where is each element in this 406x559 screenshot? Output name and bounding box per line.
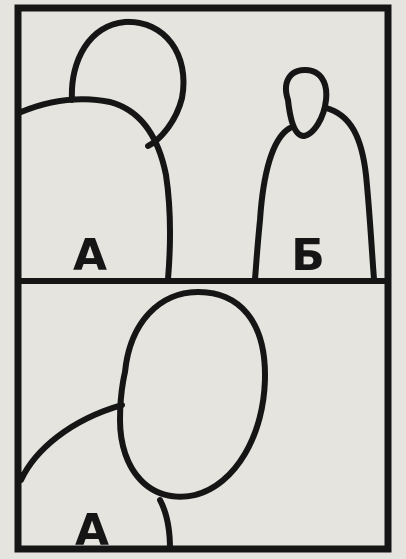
bottom-figure-a-body (21, 405, 122, 480)
bottom-panel: А (21, 292, 265, 556)
top-panel: А Б (21, 22, 374, 281)
bottom-figure-a-body-lower (160, 500, 170, 549)
top-figure-b-body (255, 128, 290, 279)
top-figure-b-body-right (326, 108, 374, 279)
bottom-figure-a-head (120, 292, 265, 497)
label-top-b: Б (291, 230, 325, 281)
label-top-a: А (73, 230, 107, 281)
label-bottom-a: А (75, 505, 109, 556)
top-figure-a-head (72, 22, 184, 146)
